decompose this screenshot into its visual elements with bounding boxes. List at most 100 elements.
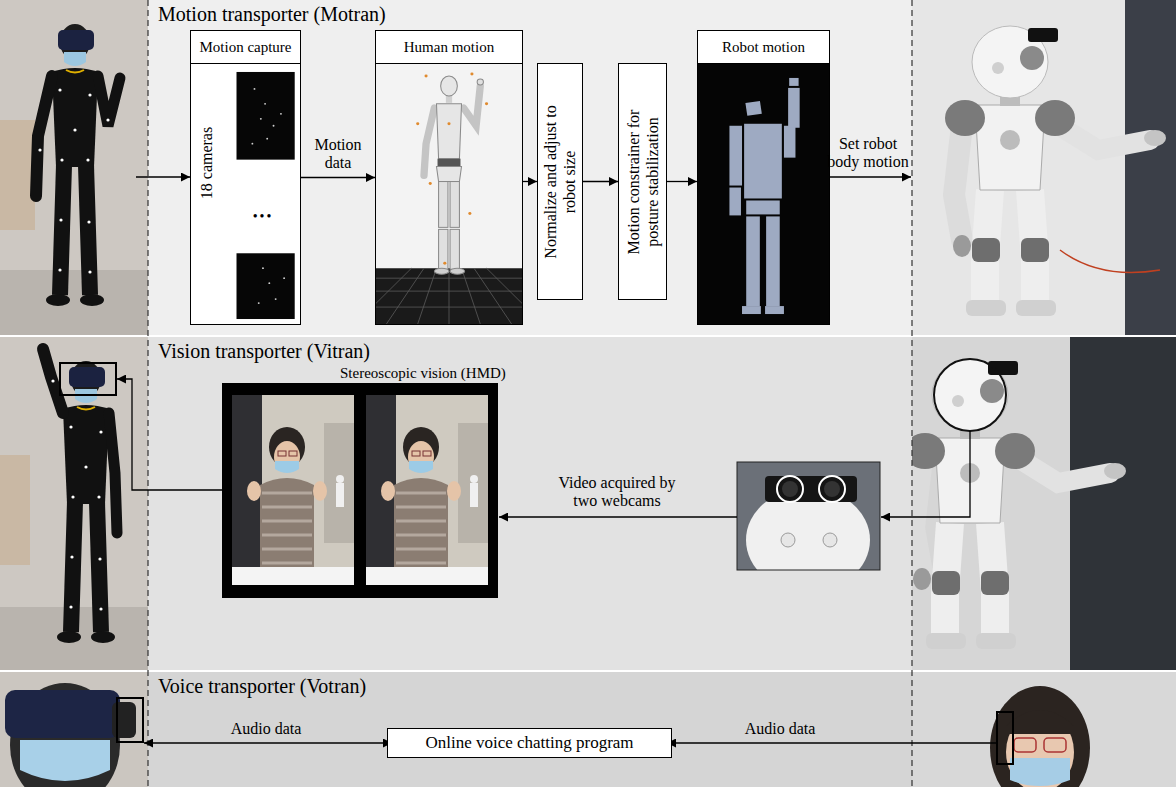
drawing-part (881, 431, 970, 517)
drawing-part (450, 268, 465, 274)
drawing-part (222, 383, 498, 598)
drawing-part (376, 268, 522, 324)
drawing-part (470, 483, 478, 507)
drawing-part (262, 267, 264, 269)
band-heading: Motion transporter (Motran) (158, 3, 386, 25)
drawing-part (117, 698, 143, 742)
drawing-part (43, 349, 117, 643)
drawing-part (289, 451, 297, 456)
drawing-part (824, 481, 840, 497)
drawing-part (275, 461, 299, 473)
drawing-part (784, 126, 796, 158)
drawing-part (20, 740, 110, 781)
drawing-part (1070, 337, 1176, 670)
drawing-part (819, 476, 845, 502)
process-box: Online voice chatting program (387, 728, 672, 758)
drawing-part (264, 103, 266, 105)
drawing-part (462, 268, 481, 324)
drawing-part (745, 101, 761, 116)
drawing-part (366, 567, 488, 585)
drawing-part (262, 548, 312, 551)
drawing-part (823, 533, 837, 547)
drawing-part (262, 520, 312, 523)
drawing-part (376, 64, 522, 324)
drawing-part (396, 562, 446, 565)
drawing-part (396, 548, 446, 551)
flow-arrow (583, 181, 618, 182)
process-panel: Motion capture18 cameras••• (190, 30, 301, 325)
drawing-part (737, 462, 880, 570)
band-heading: Voice transporter (Votran) (158, 675, 366, 697)
drawing-part (268, 282, 270, 284)
drawing-part (247, 481, 261, 501)
process-box: Normalize and adjust to robot size (537, 63, 583, 300)
flow-arrow (523, 181, 537, 182)
drawing-part (429, 182, 432, 185)
drawing-part (485, 102, 488, 105)
rotated-label: Normalize and adjust to robot size (541, 97, 579, 267)
drawing-part (232, 567, 354, 585)
drawing-part (191, 64, 300, 324)
drawing-part (98, 76, 120, 126)
drawing-part (1010, 758, 1070, 786)
drawing-part (746, 216, 760, 306)
drawing-part (698, 64, 829, 324)
drawing-part (487, 268, 522, 324)
drawing-part (278, 451, 286, 456)
drawing-part (1060, 250, 1160, 273)
drawing-part (0, 455, 30, 565)
drawing-part (439, 229, 448, 269)
drawing-part (412, 451, 420, 456)
drawing-part (439, 182, 448, 228)
drawing-part (144, 742, 392, 743)
flow-arrow (667, 181, 697, 182)
drawing-part (260, 118, 262, 120)
drawing-part (746, 200, 780, 214)
stereo-illustration (222, 383, 498, 598)
box-label: Online voice chatting program (388, 729, 671, 757)
drawing-part (1014, 738, 1036, 752)
drawing-part (441, 76, 458, 96)
drawing-part (232, 395, 262, 585)
drawing-part (258, 302, 260, 304)
panel-illustration (698, 64, 829, 324)
drawing-part (912, 0, 1176, 335)
drawing-part (447, 122, 450, 125)
drawing-part (424, 74, 427, 77)
flow-arrow (301, 177, 375, 178)
stereo-view-box: Stereoscopic vision (HMD) (222, 383, 498, 598)
drawing-part (1044, 738, 1066, 752)
annotation-label: Audio data (216, 720, 316, 738)
drawing-part (366, 395, 488, 585)
drawing-part (117, 379, 222, 490)
process-box: Motion constrainer for posture stabiliza… (618, 63, 667, 300)
drawing-part (788, 88, 800, 128)
drawing-part (254, 88, 256, 90)
drawing-part (434, 268, 449, 274)
drawing-part (147, 0, 148, 787)
drawing-part (911, 0, 912, 787)
drawing-part (765, 306, 784, 314)
drawing-part (766, 216, 780, 306)
edge-label: Motion data (307, 136, 369, 173)
ellipsis-mark: ••• (253, 209, 274, 225)
drawing-part (742, 306, 761, 314)
drawing-part (789, 78, 798, 86)
process-panel: Human motion (375, 30, 523, 325)
drawing-part (1125, 0, 1176, 335)
drawing-part (477, 79, 483, 85)
drawing-part (0, 270, 148, 335)
drawing-part (36, 76, 52, 196)
drawing-part (912, 359, 1126, 649)
drawing-part (781, 533, 795, 547)
drawing-part (744, 124, 782, 199)
section-band: Motion transporter (Motran) Motion captur… (148, 0, 912, 335)
drawing-part (274, 441, 300, 473)
panel-header: Robot motion (698, 31, 829, 64)
drawing-part (106, 118, 109, 121)
drawing-part (1006, 710, 1074, 734)
drawing-part (232, 395, 354, 585)
